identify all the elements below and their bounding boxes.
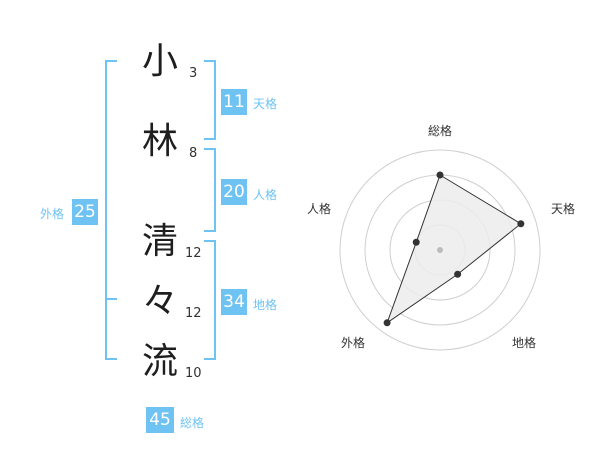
tenkaku-value: 11 — [221, 89, 247, 115]
gaikaku-bracket — [105, 60, 117, 360]
gaikaku-value: 25 — [72, 199, 98, 225]
chikaku-value: 34 — [221, 289, 247, 315]
stroke-count-5: 10 — [185, 366, 202, 381]
radar-center-dot — [437, 247, 443, 253]
radar-label-chikaku: 地格 — [512, 336, 537, 350]
gaikaku-label: 外格 — [40, 207, 65, 221]
jinkaku-bracket — [204, 148, 216, 232]
stroke-count-4: 12 — [185, 306, 202, 321]
radar-label-tenkaku: 天格 — [551, 202, 576, 216]
tenkaku-label: 天格 — [253, 97, 278, 111]
name-char-5: 流 — [141, 341, 178, 382]
chikaku-label: 地格 — [253, 298, 278, 312]
radar-point-4 — [383, 319, 391, 327]
radar-label-gaikaku: 外格 — [341, 336, 366, 350]
radar-label-jinkaku: 人格 — [307, 202, 332, 216]
soukaku-value: 45 — [146, 407, 174, 433]
stroke-count-2: 8 — [189, 146, 198, 161]
radar-label-soukaku: 総格 — [428, 124, 453, 138]
name-char-1: 小 — [141, 41, 178, 82]
radar-ring — [339, 149, 541, 351]
jinkaku-label: 人格 — [253, 188, 278, 202]
radar-point-2 — [517, 220, 525, 228]
radar-point-3 — [454, 270, 462, 278]
tenkaku-bracket — [204, 60, 216, 140]
stroke-count-1: 3 — [189, 66, 198, 81]
chikaku-bracket — [204, 240, 216, 360]
stroke-count-3: 12 — [185, 246, 202, 261]
radar-point-1 — [436, 171, 444, 179]
soukaku-label: 総格 — [180, 416, 205, 430]
radar-area — [386, 174, 522, 325]
radar-point-5 — [412, 238, 420, 246]
name-char-4: 々 — [141, 281, 178, 322]
jinkaku-value: 20 — [221, 179, 247, 205]
name-char-3: 清 — [141, 221, 178, 262]
name-char-2: 林 — [141, 121, 178, 162]
